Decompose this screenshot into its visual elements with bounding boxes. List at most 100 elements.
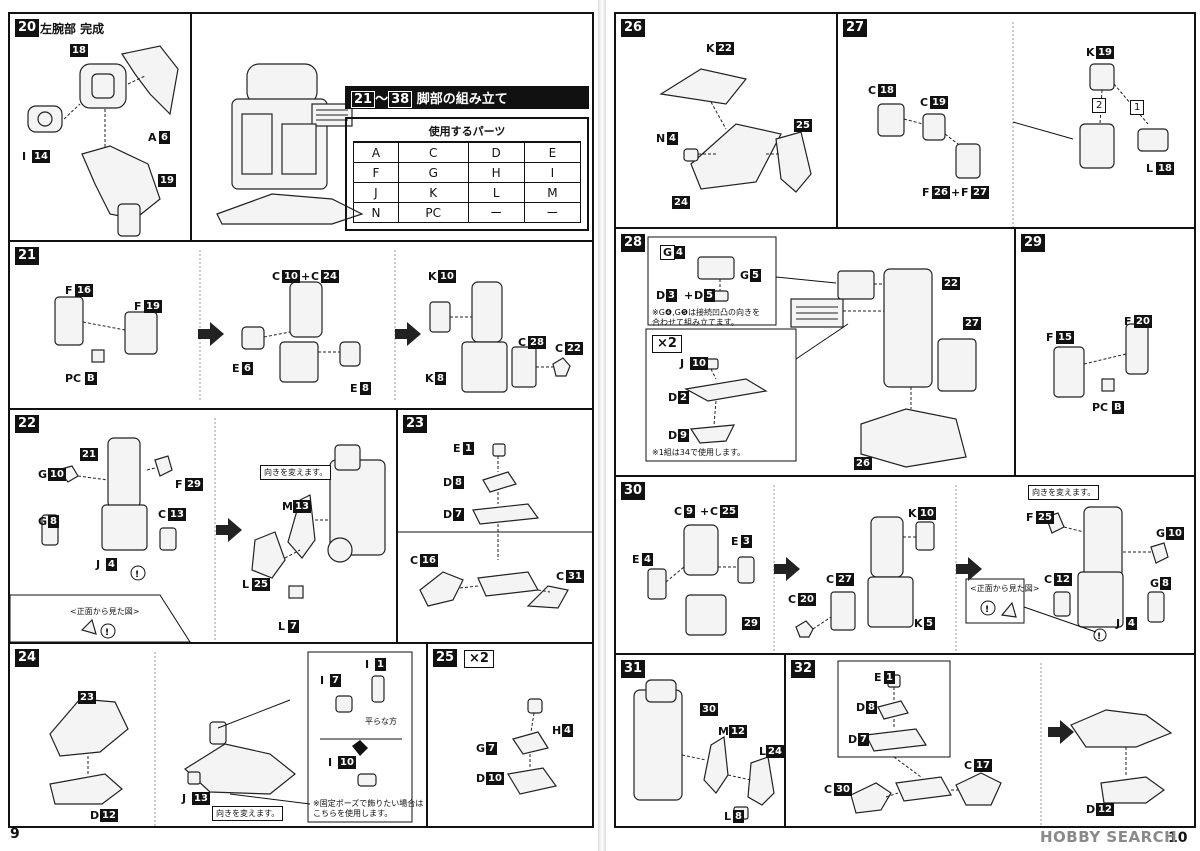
part-label: D	[668, 391, 678, 404]
part-label: C	[311, 270, 320, 283]
part-number: 4	[562, 724, 573, 737]
turn-note: 向きを変えます。	[260, 465, 332, 480]
part-number: 7	[330, 674, 341, 687]
table-cell: D	[467, 142, 525, 163]
part-number: 24	[321, 270, 339, 283]
table-cell: J	[353, 182, 399, 203]
part-number: 3	[666, 289, 677, 302]
part-number: 2	[678, 391, 689, 404]
step-30-illustration: ! !	[647, 485, 1169, 653]
part-number: 26	[932, 186, 950, 199]
fixed-pose-note: こちらを使用します。	[313, 809, 393, 818]
step-number: 20	[15, 19, 40, 37]
part-number: 10	[338, 756, 356, 769]
part-number: 7	[288, 620, 299, 633]
part-number: 4	[106, 558, 117, 571]
page-number-right: 10	[1168, 830, 1188, 846]
part-label: C	[710, 505, 719, 518]
part-label: M	[718, 725, 729, 738]
part-number: 19	[930, 96, 948, 109]
part-number: 10	[918, 507, 936, 520]
assembly-ref: 19	[158, 174, 176, 187]
part-number: 28	[528, 336, 546, 349]
part-number: 4	[1126, 617, 1137, 630]
part-number: 13	[168, 508, 186, 521]
part-number: 1	[884, 671, 895, 684]
part-label: D	[848, 733, 858, 746]
step-range-end: 38	[388, 91, 413, 108]
part-label: D	[476, 772, 486, 785]
part-label: F	[1124, 315, 1132, 328]
part-label: G	[1156, 527, 1166, 540]
plus-sign: +	[951, 186, 961, 199]
part-number: 18	[1156, 162, 1174, 175]
part-number: 18	[878, 84, 896, 97]
step-26-illustration	[659, 68, 812, 193]
assembly-note: ※G❹,G❺は接続凹凸の向きを	[652, 308, 760, 317]
part-number: 31	[566, 570, 584, 583]
part-label: C	[272, 270, 281, 283]
part-label: F	[65, 284, 73, 297]
part-label: I	[328, 756, 333, 769]
step-number: 23	[403, 415, 428, 433]
table-cell: I	[523, 162, 582, 183]
table-cell: E	[523, 142, 582, 163]
part-label: PC	[65, 372, 82, 385]
table-row: J K L M	[353, 182, 582, 203]
part-label: J	[96, 558, 101, 571]
assembly-ref: 25	[794, 119, 812, 132]
part-number: 5	[750, 269, 761, 282]
part-label: C	[920, 96, 929, 109]
part-number: 1	[375, 658, 386, 671]
next-step-arrow	[216, 518, 242, 542]
part-label: D	[1086, 803, 1096, 816]
left-arm-illustration	[27, 45, 179, 237]
part-label: E	[731, 535, 739, 548]
table-cell: M	[523, 182, 582, 203]
part-label: D	[656, 289, 666, 302]
part-label: F	[175, 478, 183, 491]
step-range-start: 21	[351, 91, 376, 108]
part-label: C	[868, 84, 877, 97]
part-number: 8	[48, 515, 59, 528]
part-label: F	[134, 300, 142, 313]
part-label: C	[964, 759, 973, 772]
step-22-illustration: ! !	[10, 418, 386, 642]
assembly-ref: 26	[854, 457, 872, 470]
part-label: I	[365, 658, 370, 671]
assembly-note: 合わせて組み立てます。	[652, 318, 739, 327]
part-label: C	[1044, 573, 1053, 586]
step-number: 22	[15, 415, 40, 433]
table-cell: F	[353, 162, 399, 183]
part-number: 12	[1054, 573, 1072, 586]
part-number: 10	[48, 468, 66, 481]
part-label: C	[674, 505, 683, 518]
part-number: 16	[420, 554, 438, 567]
step-title: 左腕部 完成	[40, 22, 105, 36]
part-number: 30	[834, 783, 852, 796]
part-number: 25	[720, 505, 738, 518]
part-label: C	[158, 508, 167, 521]
assembly-ref: 24	[672, 196, 690, 209]
plus-sign: +	[700, 505, 710, 518]
repeat-badge: ×2	[652, 335, 682, 353]
part-label: A	[148, 131, 157, 144]
part-number: 8	[866, 701, 877, 714]
part-number: 3	[741, 535, 752, 548]
step-number: 28	[621, 234, 646, 252]
step-number: 29	[1021, 234, 1046, 252]
part-label: E	[350, 382, 358, 395]
plus-sign: +	[301, 270, 311, 283]
part-number: 15	[1056, 331, 1074, 344]
table-row: F G H I	[353, 162, 582, 183]
turn-note: 向きを変えます。	[1028, 485, 1100, 500]
table-row: N PC ー ー	[353, 202, 582, 223]
table-cell: A	[353, 142, 399, 163]
part-label: C	[788, 593, 797, 606]
